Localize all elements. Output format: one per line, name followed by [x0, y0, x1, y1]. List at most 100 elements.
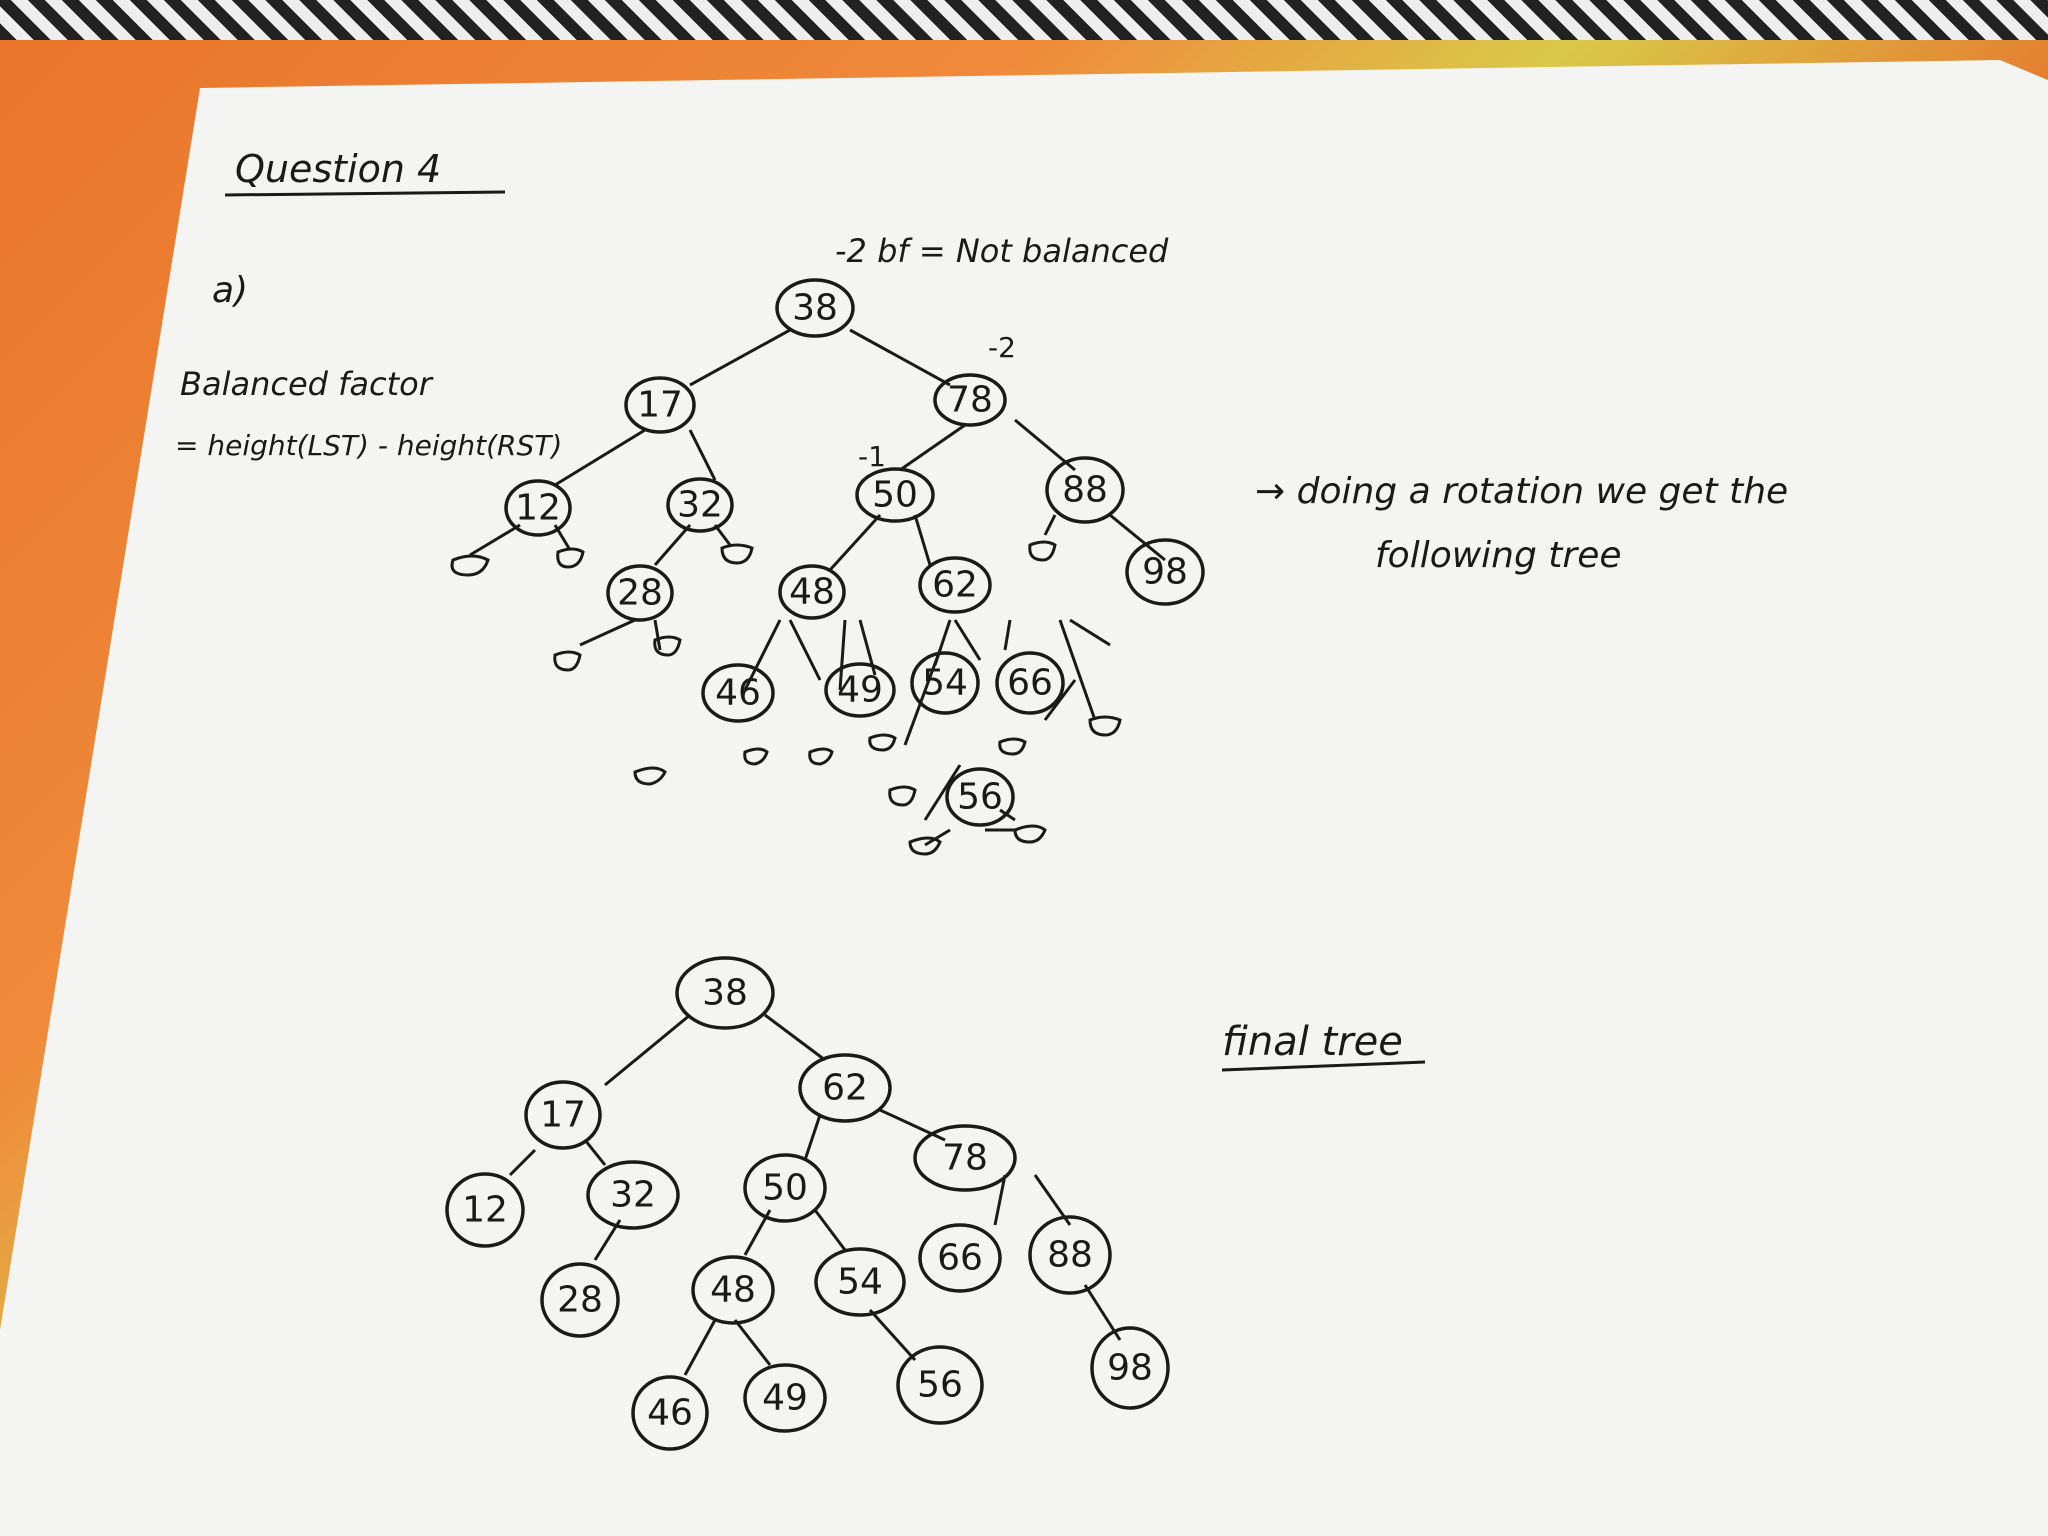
tree1-node-50: 50: [855, 467, 935, 523]
tree1-node-49: 49: [824, 662, 896, 718]
tree1-node-48: 48: [778, 564, 846, 620]
tree1-node-66: 66: [995, 651, 1065, 715]
svg-text:62: 62: [822, 1068, 868, 1109]
nil-leaf: [1013, 824, 1047, 844]
nil-leaf: [1028, 540, 1057, 562]
tree1-node-54: 54: [910, 651, 980, 715]
nil-leaf: [1088, 715, 1122, 737]
edge: [1058, 619, 1097, 721]
nil-leaf: [556, 547, 585, 569]
final-tree-label: final tree: [1222, 1019, 1403, 1065]
edge: [923, 764, 962, 821]
tree1-node-56: 56: [945, 767, 1015, 827]
root-balance-note: -2 bf = Not balanced: [835, 232, 1169, 270]
edge: [653, 619, 662, 651]
edge: [604, 1013, 691, 1087]
edge: [1043, 679, 1077, 721]
tablecloth-pattern: [0, 0, 2048, 40]
edge: [764, 1013, 826, 1062]
edge: [583, 1139, 607, 1166]
edge: [688, 429, 717, 481]
edge: [689, 328, 791, 387]
tree-final: 38 17 62 12 32 50 78 28 48 54 66 88 46 4…: [445, 956, 1170, 1451]
nil-leaf: [553, 650, 582, 672]
svg-text:88: 88: [1062, 470, 1108, 511]
tree2-node-48: 48: [691, 1255, 775, 1325]
svg-text:66: 66: [937, 1238, 983, 1279]
question-heading: Question 4: [235, 147, 441, 191]
svg-text:56: 56: [957, 777, 1003, 818]
rotation-note-line2: following tree: [1375, 535, 1622, 576]
svg-text:38: 38: [792, 288, 838, 329]
svg-text:17: 17: [637, 385, 683, 426]
edge: [924, 828, 951, 847]
svg-text:28: 28: [617, 573, 663, 614]
tree1-node-28: 28: [606, 564, 674, 622]
tree1-node-46: 46: [701, 663, 775, 723]
nil-leaf: [450, 554, 490, 577]
edge: [913, 514, 932, 566]
final-tree-underline: [1221, 1060, 1426, 1072]
formula-line1: Balanced factor: [180, 365, 434, 403]
tree1-node-62: 62: [918, 556, 992, 614]
edge: [469, 523, 521, 557]
edge: [579, 618, 636, 647]
tree2-node-32: 32: [586, 1160, 680, 1230]
tree2-node-28: 28: [540, 1262, 620, 1338]
svg-text:32: 32: [610, 1175, 656, 1216]
formula-line2: = height(LST) - height(RST): [175, 429, 562, 462]
tree2-node-17: 17: [524, 1080, 602, 1150]
rotation-note-line1: → doing a rotation we get the: [1255, 471, 1788, 512]
edge: [1109, 513, 1166, 562]
tree1-node-78: 78: [933, 373, 1007, 427]
edge: [683, 1319, 717, 1376]
nil-leaf: [888, 785, 917, 807]
edge: [838, 619, 847, 691]
svg-text:49: 49: [762, 1378, 808, 1419]
nil-leaf: [998, 737, 1027, 756]
svg-text:56: 56: [917, 1365, 963, 1406]
tree1-node-98: 98: [1125, 538, 1205, 606]
bf-50: -1: [858, 440, 886, 473]
tree2-node-66: 66: [918, 1223, 1002, 1293]
nil-leaf: [633, 766, 667, 786]
tree2-node-54: 54: [814, 1247, 906, 1317]
svg-text:54: 54: [922, 663, 968, 704]
tree2-node-56: 56: [896, 1345, 984, 1425]
edge: [743, 619, 782, 691]
tree2-node-38: 38: [675, 956, 775, 1030]
svg-text:98: 98: [1142, 552, 1188, 593]
tree1-node-38: 38: [775, 278, 855, 338]
edge: [733, 1319, 772, 1366]
paper-background: [0, 60, 2048, 1536]
edge: [554, 428, 646, 487]
part-label: a): [212, 270, 248, 311]
edge: [903, 649, 942, 746]
edge: [1003, 619, 1012, 651]
edge: [899, 423, 966, 472]
edge: [993, 1174, 1007, 1226]
edge: [813, 1209, 847, 1251]
edge: [849, 328, 951, 387]
svg-text:50: 50: [872, 475, 918, 516]
tree2-node-88: 88: [1028, 1215, 1112, 1295]
tree1-node-88: 88: [1045, 456, 1125, 524]
nil-leaf: [808, 747, 834, 766]
svg-text:46: 46: [715, 673, 761, 714]
edge: [868, 1308, 917, 1362]
tree2-node-12: 12: [445, 1172, 525, 1248]
tree1-node-17: 17: [624, 376, 696, 434]
edge: [508, 1148, 537, 1177]
edge: [803, 1114, 822, 1161]
tree2-node-98: 98: [1090, 1326, 1170, 1410]
svg-text:54: 54: [837, 1262, 883, 1303]
svg-text:78: 78: [942, 1138, 988, 1179]
tree2-node-78: 78: [913, 1124, 1017, 1192]
edge: [828, 513, 882, 572]
nil-leaf: [743, 747, 769, 766]
tree2-node-49: 49: [743, 1363, 827, 1433]
edge: [953, 619, 982, 661]
svg-text:12: 12: [462, 1190, 508, 1231]
svg-text:66: 66: [1007, 663, 1053, 704]
